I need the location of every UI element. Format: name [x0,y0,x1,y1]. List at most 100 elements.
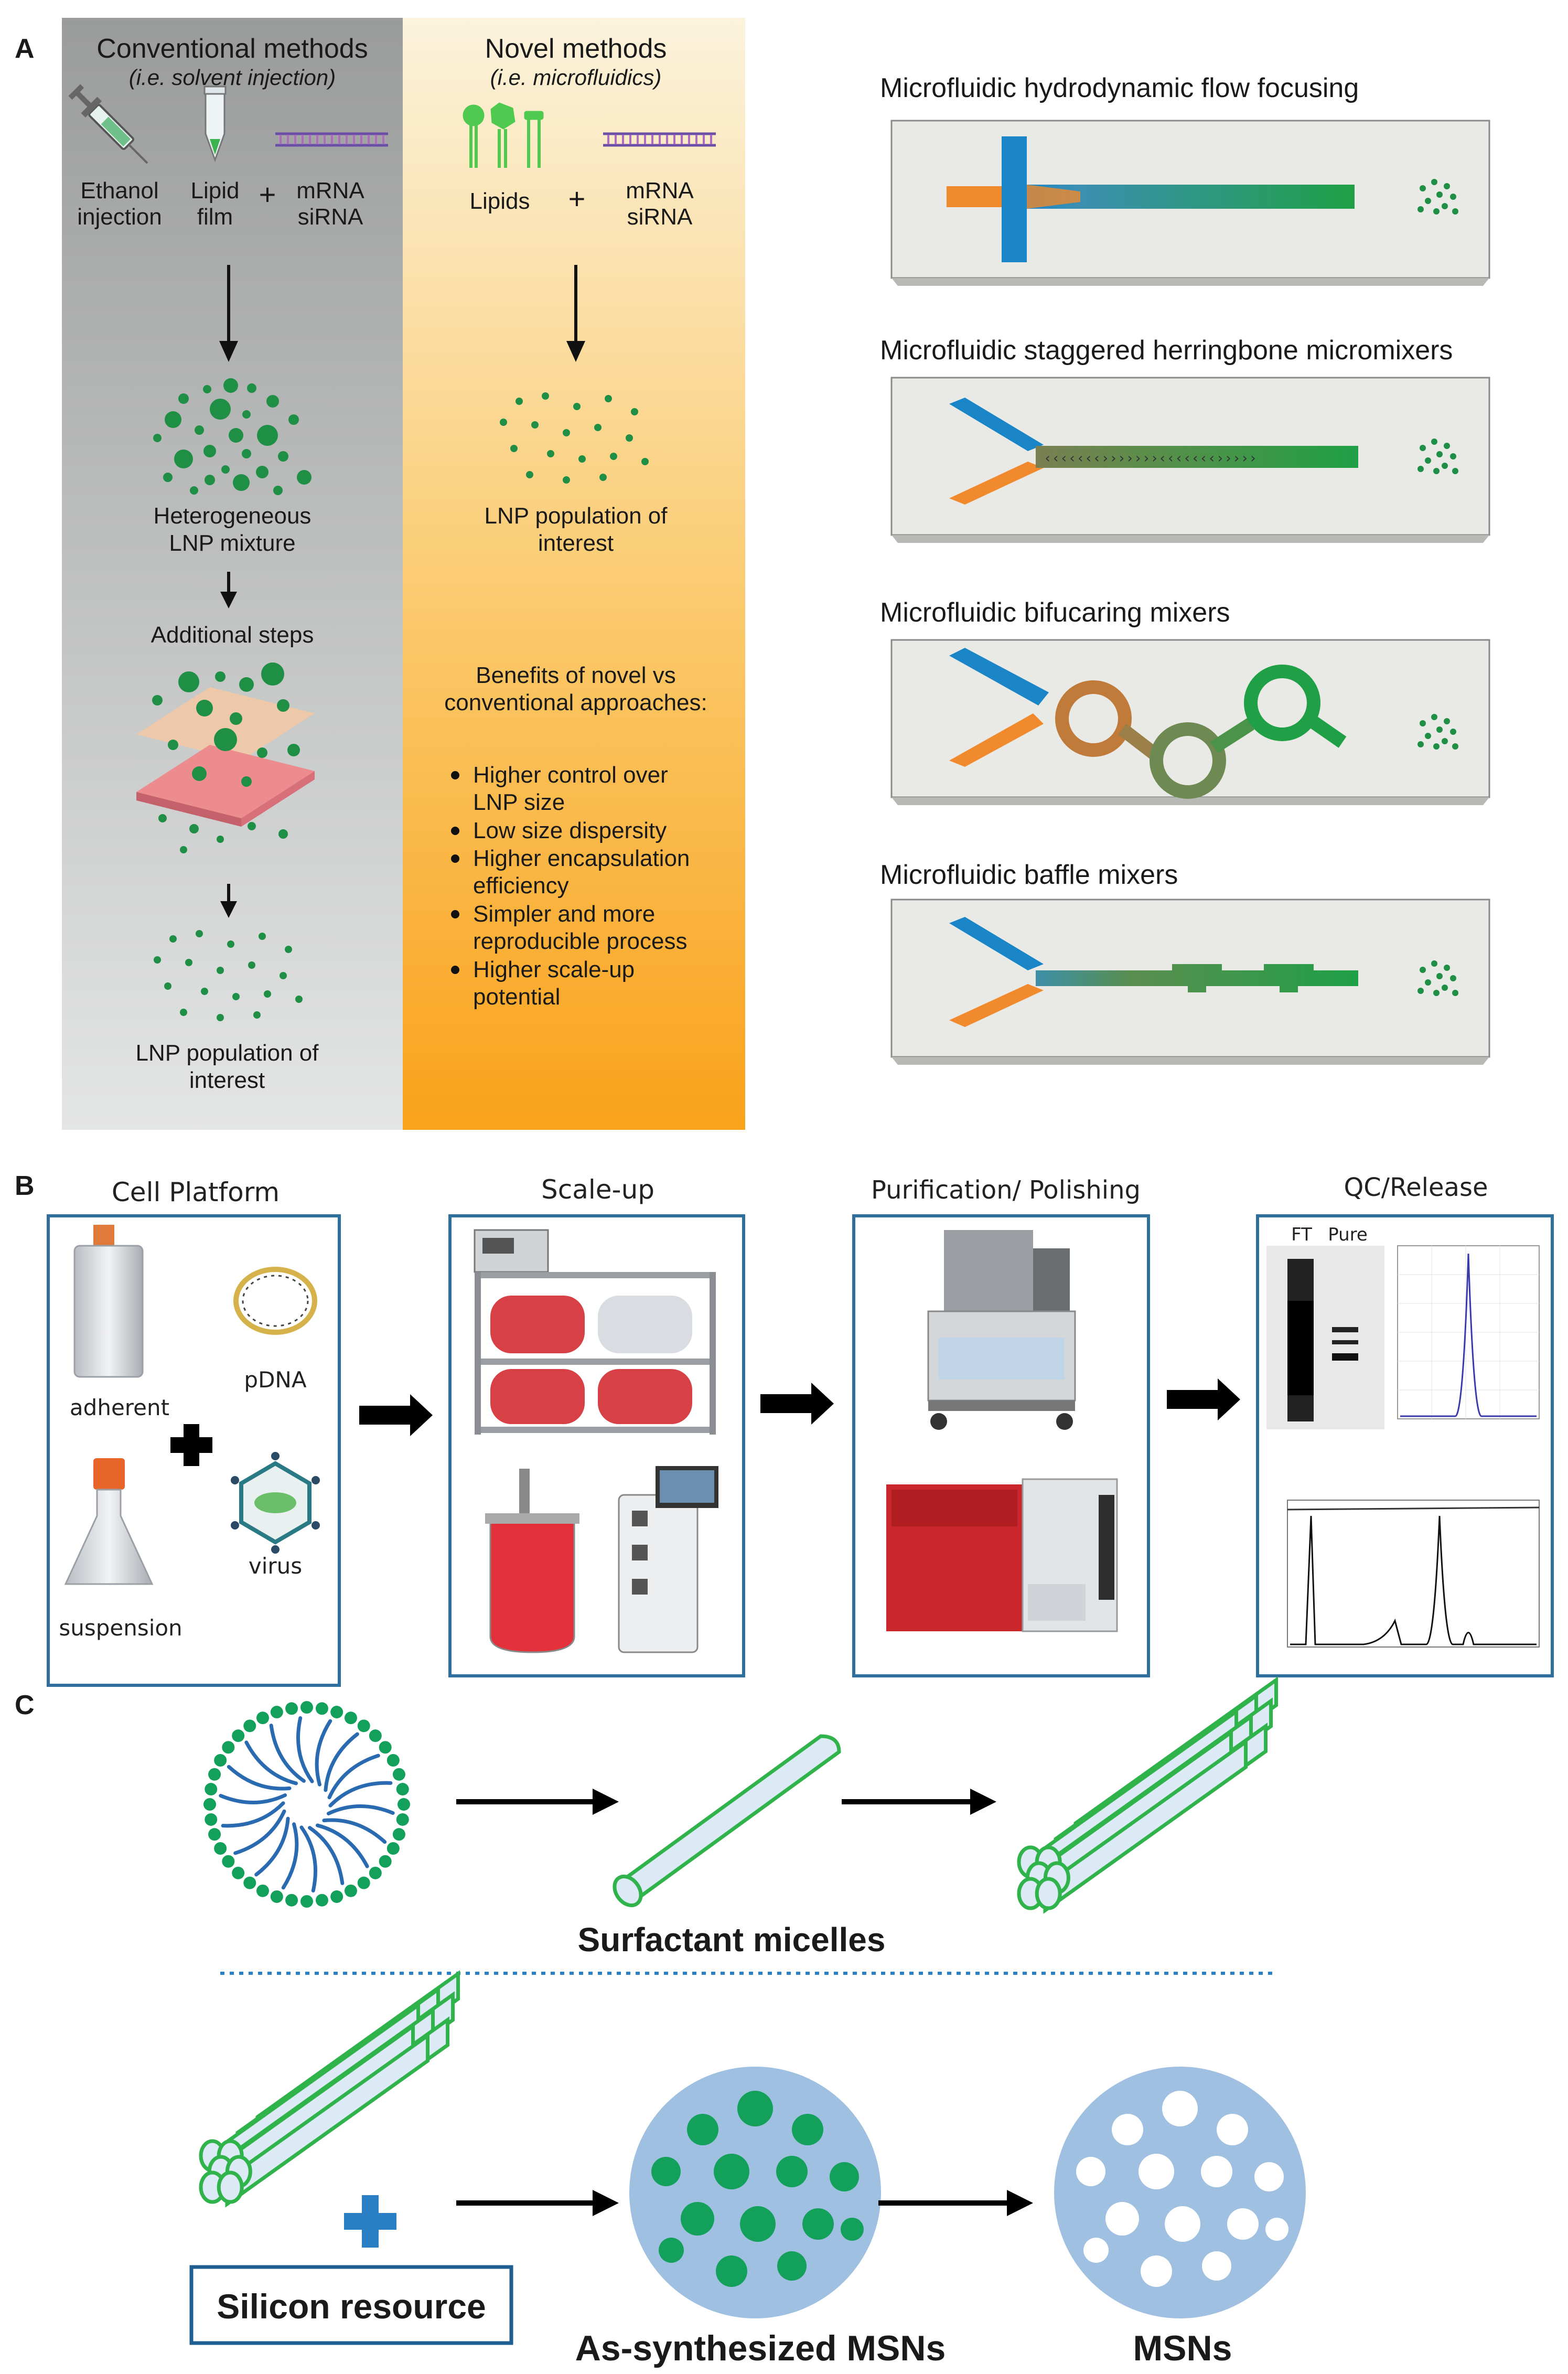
virus-label: virus [249,1553,302,1579]
msn-icon [1054,2067,1306,2318]
syringe-icon [68,84,148,164]
akta-system-icon [886,1478,1118,1632]
panel-label-b: B [15,1171,35,1201]
mixer-chip-3 [890,639,1490,805]
arrow-right-c4 [878,2190,1033,2216]
msns-label: MSNs [1133,2328,1232,2368]
benefit-3-line-1: Higher encapsulation [473,846,690,871]
blue-plus-icon [344,2195,396,2248]
single-rod-icon [613,1734,841,1908]
arrow-down-2 [220,572,237,608]
novel-mrna-label-2: siRNA [627,204,693,230]
silicon-resource-box [189,2265,513,2345]
lipids-icon [463,102,544,168]
ethanol-label-2: injection [77,204,162,230]
lipid-tube-icon [203,85,227,163]
panel-label-a: A [15,34,35,64]
mixer-title-4: Microfluidic baffle mixers [880,860,1178,890]
suspension-flask-icon [64,1458,154,1585]
filtration-layers [136,687,315,827]
lipids-label: Lipids [470,188,530,214]
arrow-right-c2 [842,1789,996,1815]
heterogeneous-label-1: Heterogeneous [154,503,312,529]
novel-column-bg [403,18,745,1130]
ft-label: FT [1291,1224,1312,1245]
auc-plot [1287,1500,1540,1648]
arrow-right-b3 [1167,1378,1240,1420]
as-synthesized-msn-icon [629,2067,881,2318]
plus-icon [170,1424,212,1466]
heterogeneous-label-2: LNP mixture [169,530,295,556]
conventional-title: Conventional methods [96,34,368,64]
gel-image [1266,1246,1384,1429]
as-synthesized-label: As-synthesized MSNs [575,2328,946,2368]
stage-title-purification: Purification/ Polishing [871,1175,1141,1205]
conv-population-label-2: interest [189,1067,265,1093]
rod-bundle-icon-2 [199,1970,460,2208]
virus-icon [231,1452,320,1554]
mrna-label-2: siRNA [298,204,363,230]
mixer-chip-2: ‹‹‹‹‹‹‹›››››››‹‹‹‹‹‹‹››››› [890,377,1490,543]
conventional-subtitle: (i.e. solvent injection) [129,65,336,90]
bullet-icon [451,771,459,779]
pdna-label: pDNA [244,1367,306,1393]
mixer-title-3: Microfluidic bifucaring mixers [880,597,1230,628]
rod-bundle-icon [1017,1676,1279,1914]
additional-steps-label: Additional steps [151,622,314,648]
chromatography-skid-icon [927,1230,1076,1430]
arrow-right-c3 [456,2190,619,2216]
novel-subtitle: (i.e. microfluidics) [490,65,662,90]
stage-title-scale-up: Scale-up [541,1174,654,1205]
benefit-5-line-2: potential [473,984,560,1010]
roller-bottle-rack-icon [474,1229,716,1435]
novel-mrna-label-1: mRNA [626,178,694,204]
benefit-1-line-1: Higher control over [473,762,668,788]
benefit-4-line-2: reproducible process [473,928,687,954]
bullet-icon [451,966,459,974]
adherent-label: adherent [70,1395,169,1420]
arrow-down-novel [566,265,585,362]
benefits-title-1: Benefits of novel vs [476,662,676,688]
bullet-icon [451,854,459,863]
herringbone-marks: ‹‹‹‹‹‹‹›››››››‹‹‹‹‹‹‹››››› [1044,451,1257,466]
arrow-right-c1 [456,1789,619,1815]
arrow-down-3 [220,884,237,918]
novel-title: Novel methods [485,34,667,64]
silicon-resource-label: Silicon resource [217,2287,486,2326]
bioreactor-icon [485,1466,718,1653]
panel-label-c: C [15,1690,35,1720]
conv-population-label-1: LNP population of [135,1040,319,1066]
mixer-title-2: Microfluidic staggered herringbone micro… [880,335,1453,366]
lipid-film-label-2: film [197,204,233,230]
lnp-population-dots-conv [154,930,303,1021]
benefit-4-line-1: Simpler and more [473,901,655,927]
mrna-icon [275,132,388,147]
novel-population-label-2: interest [538,530,614,556]
benefit-2-line-1: Low size dispersity [473,818,667,843]
mrna-label-1: mRNA [296,178,364,204]
mixer-chip-1 [890,120,1490,286]
surfactant-micelles-label: Surfactant micelles [578,1921,886,1959]
conventional-plus: + [259,178,276,211]
bullet-icon [451,910,459,918]
stage-title-qc: QC/Release [1344,1173,1488,1202]
arrow-right-b1 [359,1394,433,1436]
mrna-icon-novel [603,132,716,147]
micelle-icon [203,1701,410,1908]
heterogeneous-lnp-cluster [153,378,312,495]
lnp-population-dots-novel [500,392,649,484]
benefits-title-2: conventional approaches: [444,690,707,715]
pure-label: Pure [1328,1224,1368,1245]
novel-plus: + [568,182,586,215]
arrow-down-1 [219,265,238,362]
benefit-1-line-2: LNP size [473,789,565,815]
ethanol-label-1: Ethanol [80,178,158,204]
arrow-right-b2 [760,1383,834,1425]
benefit-5-line-1: Higher scale-up [473,957,635,982]
mixer-title-1: Microfluidic hydrodynamic flow focusing [880,73,1359,103]
lipid-film-label-1: Lipid [191,178,240,204]
dls-plot [1397,1245,1540,1419]
novel-population-label-1: LNP population of [484,503,668,529]
mixer-chip-4 [890,899,1490,1065]
